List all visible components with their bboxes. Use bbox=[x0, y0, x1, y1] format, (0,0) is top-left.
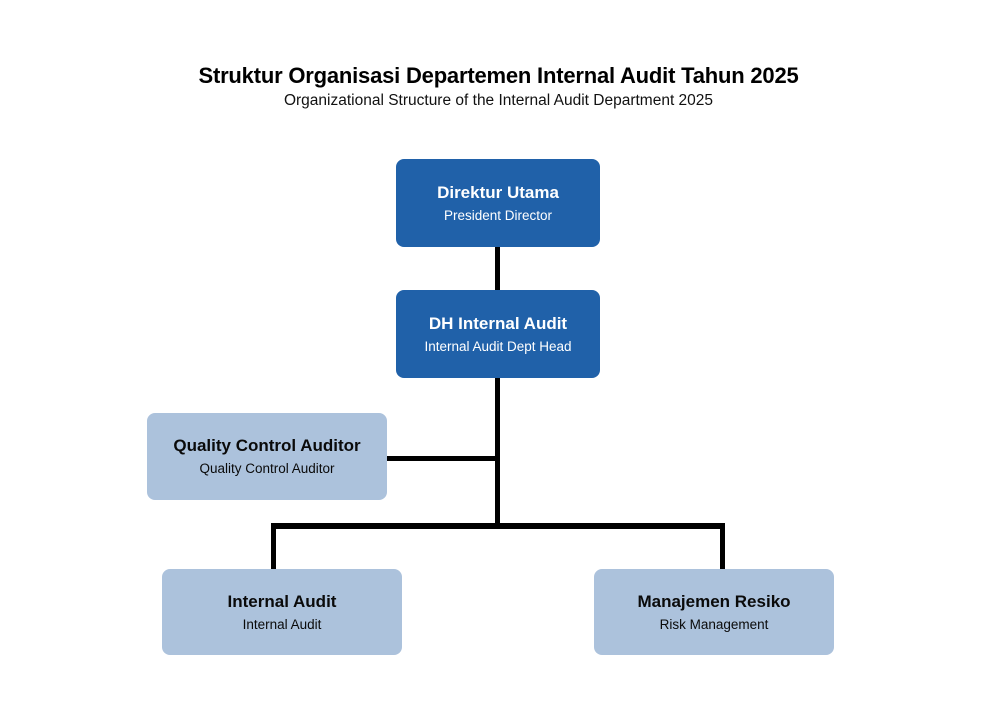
connector-children-horizontal-bar bbox=[271, 523, 725, 529]
org-node-direktur-utama: Direktur Utama President Director bbox=[396, 159, 600, 247]
node-subtitle: Internal Audit bbox=[242, 616, 322, 632]
connector-quality-control-branch bbox=[385, 456, 497, 461]
connector-drop-manajemen-resiko bbox=[720, 523, 725, 570]
node-subtitle: President Director bbox=[443, 207, 553, 223]
org-node-internal-audit: Internal Audit Internal Audit bbox=[162, 569, 402, 655]
org-node-quality-control-auditor: Quality Control Auditor Quality Control … bbox=[147, 413, 387, 500]
node-subtitle: Risk Management bbox=[659, 616, 769, 632]
node-subtitle: Internal Audit Dept Head bbox=[424, 338, 572, 354]
node-title: Direktur Utama bbox=[437, 182, 559, 202]
chart-heading: Struktur Organisasi Departemen Internal … bbox=[0, 63, 997, 110]
node-title: Quality Control Auditor bbox=[173, 436, 361, 455]
page-title: Struktur Organisasi Departemen Internal … bbox=[198, 63, 799, 88]
page-subtitle: Organizational Structure of the Internal… bbox=[283, 92, 714, 109]
node-title: Internal Audit bbox=[227, 591, 337, 611]
org-node-dh-internal-audit: DH Internal Audit Internal Audit Dept He… bbox=[396, 290, 600, 378]
org-node-manajemen-resiko: Manajemen Resiko Risk Management bbox=[594, 569, 834, 655]
node-title: DH Internal Audit bbox=[428, 313, 568, 333]
connector-drop-internal-audit bbox=[271, 523, 276, 570]
connector-direktur-to-dh bbox=[495, 245, 500, 292]
node-title: Manajemen Resiko bbox=[637, 591, 791, 611]
connector-dh-trunk-vertical bbox=[495, 377, 500, 528]
node-subtitle: Quality Control Auditor bbox=[199, 461, 335, 476]
